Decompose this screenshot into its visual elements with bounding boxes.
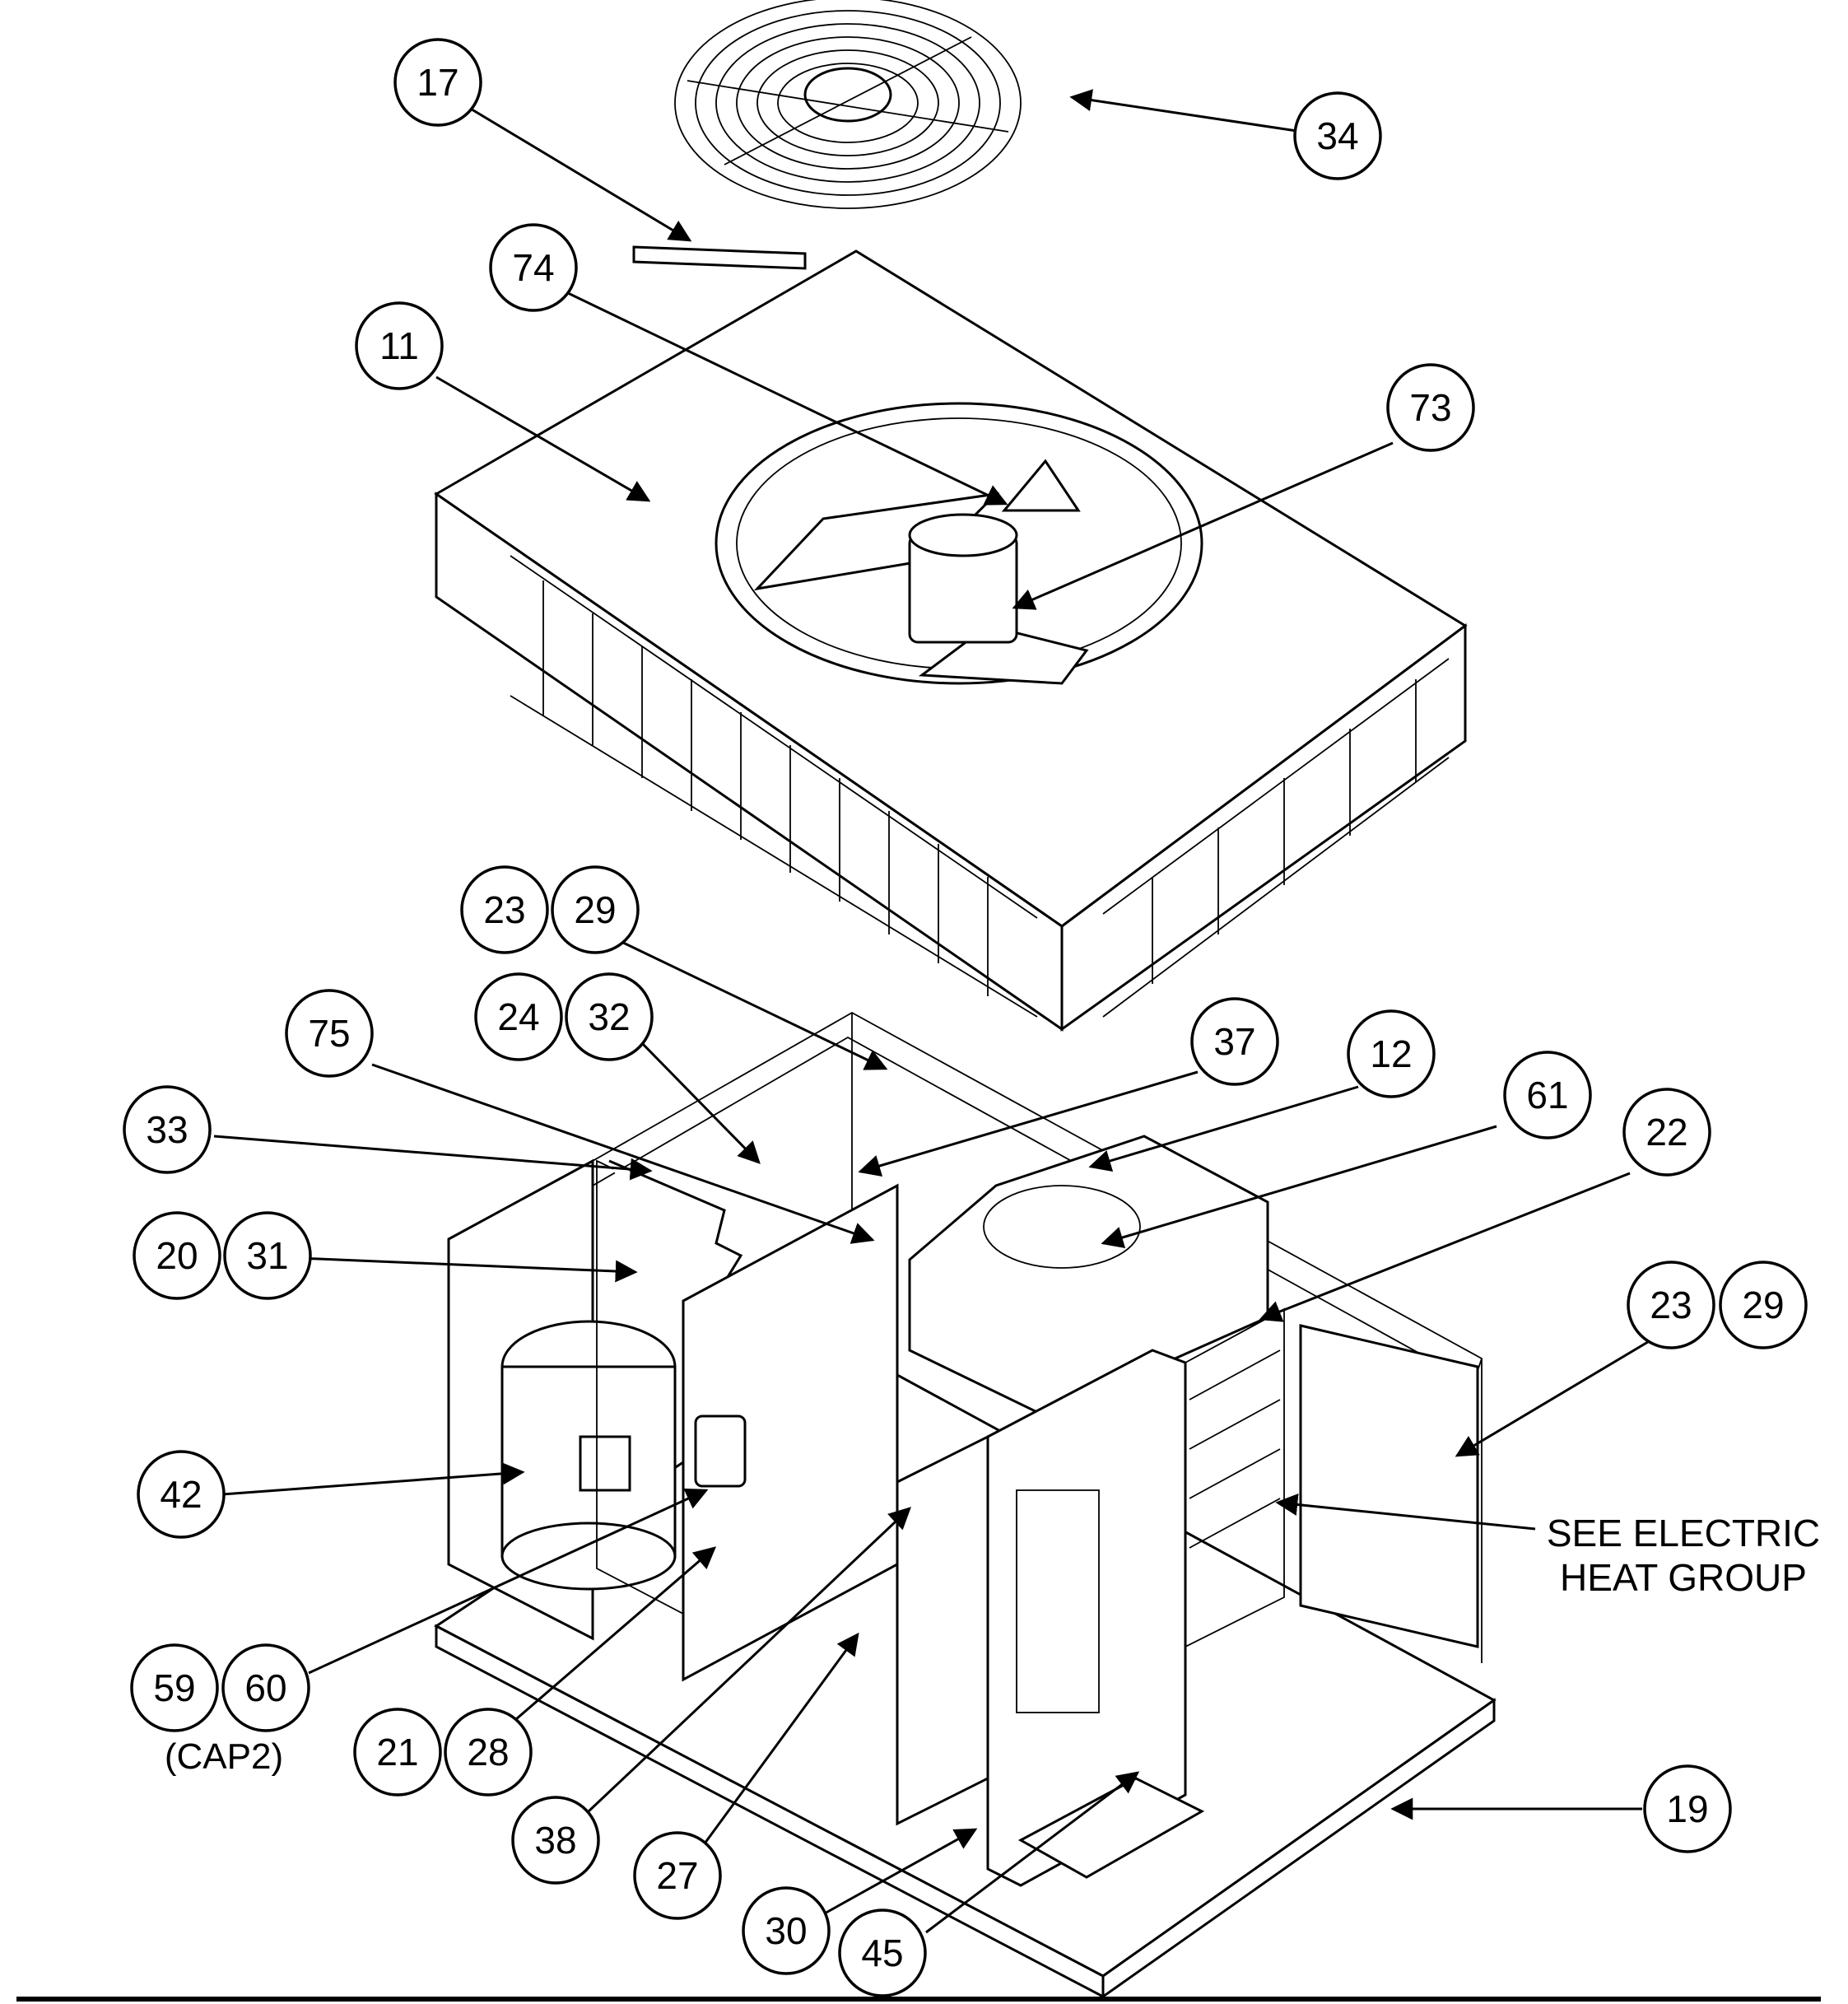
- callout-19: 19: [1643, 1764, 1732, 1853]
- callout-23-top-label: 23: [483, 888, 525, 931]
- callout-34: 34: [1293, 91, 1382, 180]
- callout-28: 28: [444, 1708, 533, 1797]
- callout-73-label: 73: [1409, 386, 1451, 429]
- cap2-label: (CAP2): [165, 1736, 283, 1777]
- callout-30-label: 30: [765, 1909, 807, 1952]
- leader-30: [822, 1828, 978, 1916]
- leader-59-60: [308, 1488, 709, 1675]
- callout-27-label: 27: [656, 1854, 698, 1897]
- callout-34-label: 34: [1316, 114, 1358, 157]
- electric-heat-note-line2: HEAT GROUP: [1560, 1556, 1807, 1599]
- callout-42-label: 42: [160, 1473, 202, 1516]
- leader-45: [925, 1771, 1140, 1934]
- leader-21-28: [485, 1546, 717, 1747]
- support-bracket: [632, 245, 807, 270]
- callout-32: 32: [565, 972, 654, 1061]
- leader-38: [587, 1507, 911, 1813]
- callout-33: 33: [123, 1085, 212, 1174]
- callout-22-label: 22: [1646, 1111, 1687, 1153]
- leader-75: [371, 1063, 875, 1244]
- callout-21: 21: [353, 1708, 442, 1797]
- callout-29-right: 29: [1719, 1261, 1808, 1349]
- callout-11-label: 11: [379, 324, 419, 367]
- callout-75: 75: [285, 989, 374, 1078]
- callout-23-right: 23: [1627, 1261, 1715, 1349]
- callout-45: 45: [838, 1908, 927, 1997]
- leader-12: [1088, 1085, 1359, 1172]
- callout-45-label: 45: [861, 1932, 903, 1974]
- callout-23-right-label: 23: [1650, 1284, 1692, 1326]
- leader-20-31: [297, 1256, 638, 1283]
- callout-21-label: 21: [376, 1731, 418, 1773]
- electric-heat-note-line1: SEE ELECTRIC: [1547, 1512, 1820, 1554]
- callout-23-top: 23: [460, 865, 549, 954]
- leader-33: [213, 1135, 653, 1181]
- leader-17: [456, 99, 692, 242]
- leader-27: [696, 1632, 859, 1853]
- callout-61: 61: [1503, 1051, 1592, 1139]
- callout-24: 24: [474, 972, 563, 1061]
- callout-29-top: 29: [551, 865, 640, 954]
- leader-23-29-top: [619, 939, 888, 1070]
- leader-37: [858, 1070, 1199, 1177]
- leader-73: [1012, 441, 1394, 610]
- leader-electric-heat: [1275, 1494, 1536, 1531]
- callout-17-label: 17: [417, 61, 459, 104]
- callout-60: 60: [221, 1643, 310, 1732]
- leader-74: [566, 291, 1008, 506]
- callout-22: 22: [1622, 1088, 1711, 1177]
- leader-23-29-right: [1455, 1326, 1673, 1457]
- callout-29-right-label: 29: [1742, 1284, 1784, 1326]
- callout-17: 17: [393, 38, 482, 127]
- callout-24-label: 24: [497, 995, 539, 1038]
- callout-31-label: 31: [246, 1234, 288, 1277]
- leader-11: [435, 375, 651, 502]
- leader-34: [1069, 89, 1303, 133]
- callout-37: 37: [1190, 997, 1279, 1086]
- top-cover-assembly: [434, 249, 1468, 1032]
- callout-32-label: 32: [588, 995, 630, 1038]
- callout-74-label: 74: [512, 246, 554, 289]
- callout-37-label: 37: [1213, 1020, 1255, 1063]
- callout-38: 38: [511, 1796, 600, 1885]
- callout-61-label: 61: [1526, 1074, 1568, 1116]
- callout-29-top-label: 29: [574, 888, 616, 931]
- leader-22: [1259, 1172, 1631, 1322]
- callout-73: 73: [1386, 363, 1475, 452]
- leader-42: [221, 1462, 525, 1496]
- callout-60-label: 60: [244, 1666, 286, 1709]
- callout-12-label: 12: [1370, 1032, 1412, 1075]
- callout-19-label: 19: [1666, 1787, 1708, 1830]
- leader-61: [1101, 1125, 1497, 1249]
- callout-28-label: 28: [467, 1731, 509, 1773]
- callout-33-label: 33: [146, 1108, 188, 1151]
- callout-11: 11: [355, 301, 444, 390]
- leader-lines: [213, 89, 1673, 1934]
- callout-42: 42: [137, 1450, 226, 1539]
- leader-24-32: [639, 1040, 761, 1164]
- callout-20-label: 20: [156, 1234, 198, 1277]
- callout-20: 20: [133, 1211, 221, 1300]
- callout-30: 30: [742, 1886, 831, 1975]
- callout-74: 74: [489, 223, 578, 312]
- fan-guard: [674, 0, 1022, 209]
- callout-12: 12: [1347, 1009, 1436, 1098]
- callout-38-label: 38: [534, 1819, 576, 1862]
- callout-75-label: 75: [308, 1012, 350, 1055]
- callout-31: 31: [223, 1211, 312, 1300]
- callout-27: 27: [633, 1831, 722, 1920]
- callout-59: 59: [130, 1643, 219, 1732]
- callout-59-label: 59: [153, 1666, 195, 1709]
